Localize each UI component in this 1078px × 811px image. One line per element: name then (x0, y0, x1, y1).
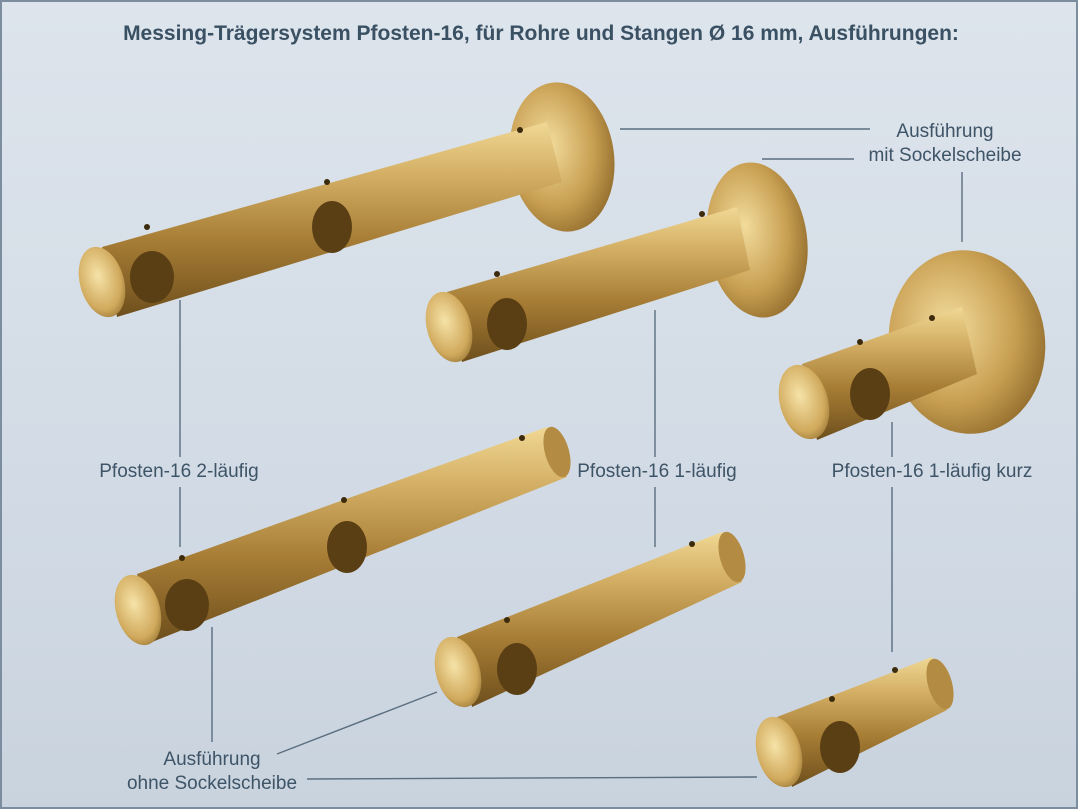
leader-line (276, 691, 438, 755)
page-title: Messing-Trägersystem Pfosten-16, für Roh… (123, 22, 959, 45)
post-2laeufig-with-disc (78, 82, 615, 318)
label-ohne-line1: Ausführung (163, 749, 261, 770)
label-pfosten-1laeufig-kurz: Pfosten-16 1-läufig kurz (831, 461, 1033, 482)
label-mit-line2: mit Sockelscheibe (868, 145, 1022, 166)
post-1laeufig-kurz-without-disc (755, 657, 954, 788)
post-2laeufig-without-disc (114, 426, 571, 646)
label-pfosten-2laeufig: Pfosten-16 2-läufig (99, 461, 259, 482)
leader-line (306, 776, 758, 780)
label-pfosten-1laeufig: Pfosten-16 1-läufig (577, 461, 737, 482)
post-1laeufig-with-disc (425, 162, 808, 363)
label-mit-sockelscheibe: Ausführung mit Sockelscheibe (860, 120, 1030, 168)
post-1laeufig-kurz-with-disc (778, 250, 1046, 440)
post-1laeufig-without-disc (434, 531, 746, 708)
label-ohne-sockelscheibe: Ausführung ohne Sockelscheibe (112, 748, 312, 796)
label-ohne-line2: ohne Sockelscheibe (126, 773, 298, 794)
label-mit-line1: Ausführung (896, 121, 994, 142)
